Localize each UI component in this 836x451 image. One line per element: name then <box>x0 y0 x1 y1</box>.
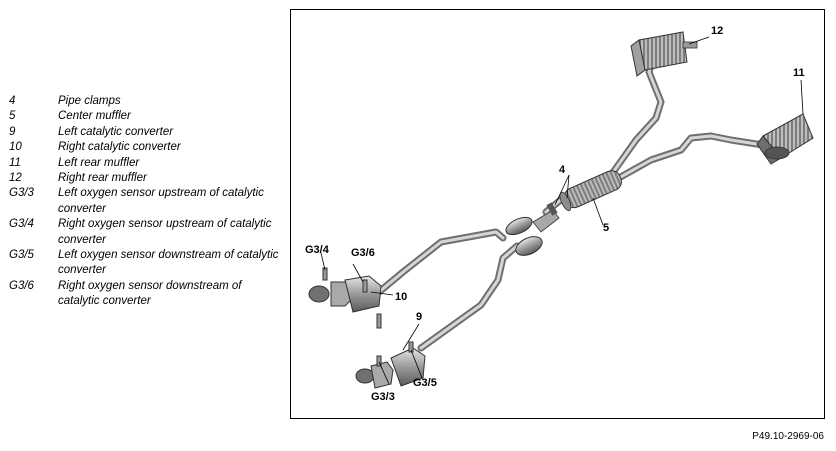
legend-number: 10 <box>9 141 22 154</box>
callout-12: 12 <box>711 25 723 37</box>
legend-number: 11 <box>9 156 21 169</box>
legend-description: Right oxygen sensor downstream of cataly… <box>58 279 242 308</box>
pipe-network <box>375 54 767 352</box>
sensor-g3-3-upper <box>376 313 382 329</box>
legend-number: 5 <box>9 110 16 123</box>
legend-number: G3/4 <box>9 218 34 231</box>
legend-item: 5 Center muffler <box>9 109 279 124</box>
legend-description: Left oxygen sensor upstream of catalytic… <box>58 187 264 215</box>
legend-number: G3/5 <box>9 249 34 262</box>
callout-g3-6: G3/6 <box>351 247 375 259</box>
callout-4: 4 <box>559 164 566 176</box>
left-rear-muffler <box>756 113 814 165</box>
diagram-frame: 12 11 4 5 10 9 G3/4 G3/6 G3/3 G3/5 <box>290 9 825 419</box>
center-muffler <box>559 170 622 212</box>
callout-5: 5 <box>603 222 609 234</box>
callout-10: 10 <box>395 291 407 303</box>
legend-item: G3/4 Right oxygen sensor upstream of cat… <box>9 217 279 248</box>
right-rear-muffler <box>630 31 698 77</box>
callout-9: 9 <box>416 311 422 323</box>
legend-number: 12 <box>9 172 22 185</box>
legend-item: 4 Pipe clamps <box>9 94 279 109</box>
legend-description: Left oxygen sensor downstream of catalyt… <box>58 249 279 277</box>
legend-item: G3/3 Left oxygen sensor upstream of cata… <box>9 186 279 217</box>
legend-description: Left catalytic converter <box>58 125 174 138</box>
legend-description: Pipe clamps <box>58 95 121 107</box>
callout-g3-3: G3/3 <box>371 391 395 403</box>
legend-item: G3/5 Left oxygen sensor downstream of ca… <box>9 248 279 279</box>
legend-description: Right oxygen sensor upstream of catalyti… <box>58 218 272 246</box>
right-catalytic-converter <box>308 275 382 313</box>
callout-11: 11 <box>793 67 805 79</box>
oxygen-sensors <box>322 267 414 367</box>
sensor-g3-3 <box>376 355 382 367</box>
legend-description: Right rear muffler <box>58 172 147 185</box>
legend-number: G3/3 <box>9 187 34 200</box>
legend-number: 4 <box>9 95 16 107</box>
legend-item: 11 Left rear muffler <box>9 156 279 171</box>
sensor-g3-5 <box>408 341 414 353</box>
callout-g3-4: G3/4 <box>305 244 330 256</box>
sensor-g3-6 <box>362 279 368 293</box>
legend-item: 10 Right catalytic converter <box>9 140 279 155</box>
legend: 4 Pipe clamps 5 Center muffler 9 Left ca… <box>9 94 279 310</box>
legend-number: 9 <box>9 125 16 138</box>
legend-item: 12 Right rear muffler <box>9 171 279 186</box>
legend-description: Center muffler <box>58 110 131 123</box>
sensor-g3-4 <box>322 267 328 281</box>
legend-description: Right catalytic converter <box>58 141 181 154</box>
legend-number: G3/6 <box>9 279 34 292</box>
callout-g3-5: G3/5 <box>413 377 437 389</box>
exhaust-system-diagram: 12 11 4 5 10 9 G3/4 G3/6 G3/3 G3/5 <box>305 25 814 403</box>
legend-item: G3/6 Right oxygen sensor downstream of c… <box>9 279 279 310</box>
leader-lines <box>320 36 804 385</box>
figure-reference: P49.10-2969-06 <box>752 431 824 442</box>
legend-description: Left rear muffler <box>58 156 140 169</box>
left-catalytic-converter <box>355 347 426 389</box>
legend-item: 9 Left catalytic converter <box>9 125 279 140</box>
